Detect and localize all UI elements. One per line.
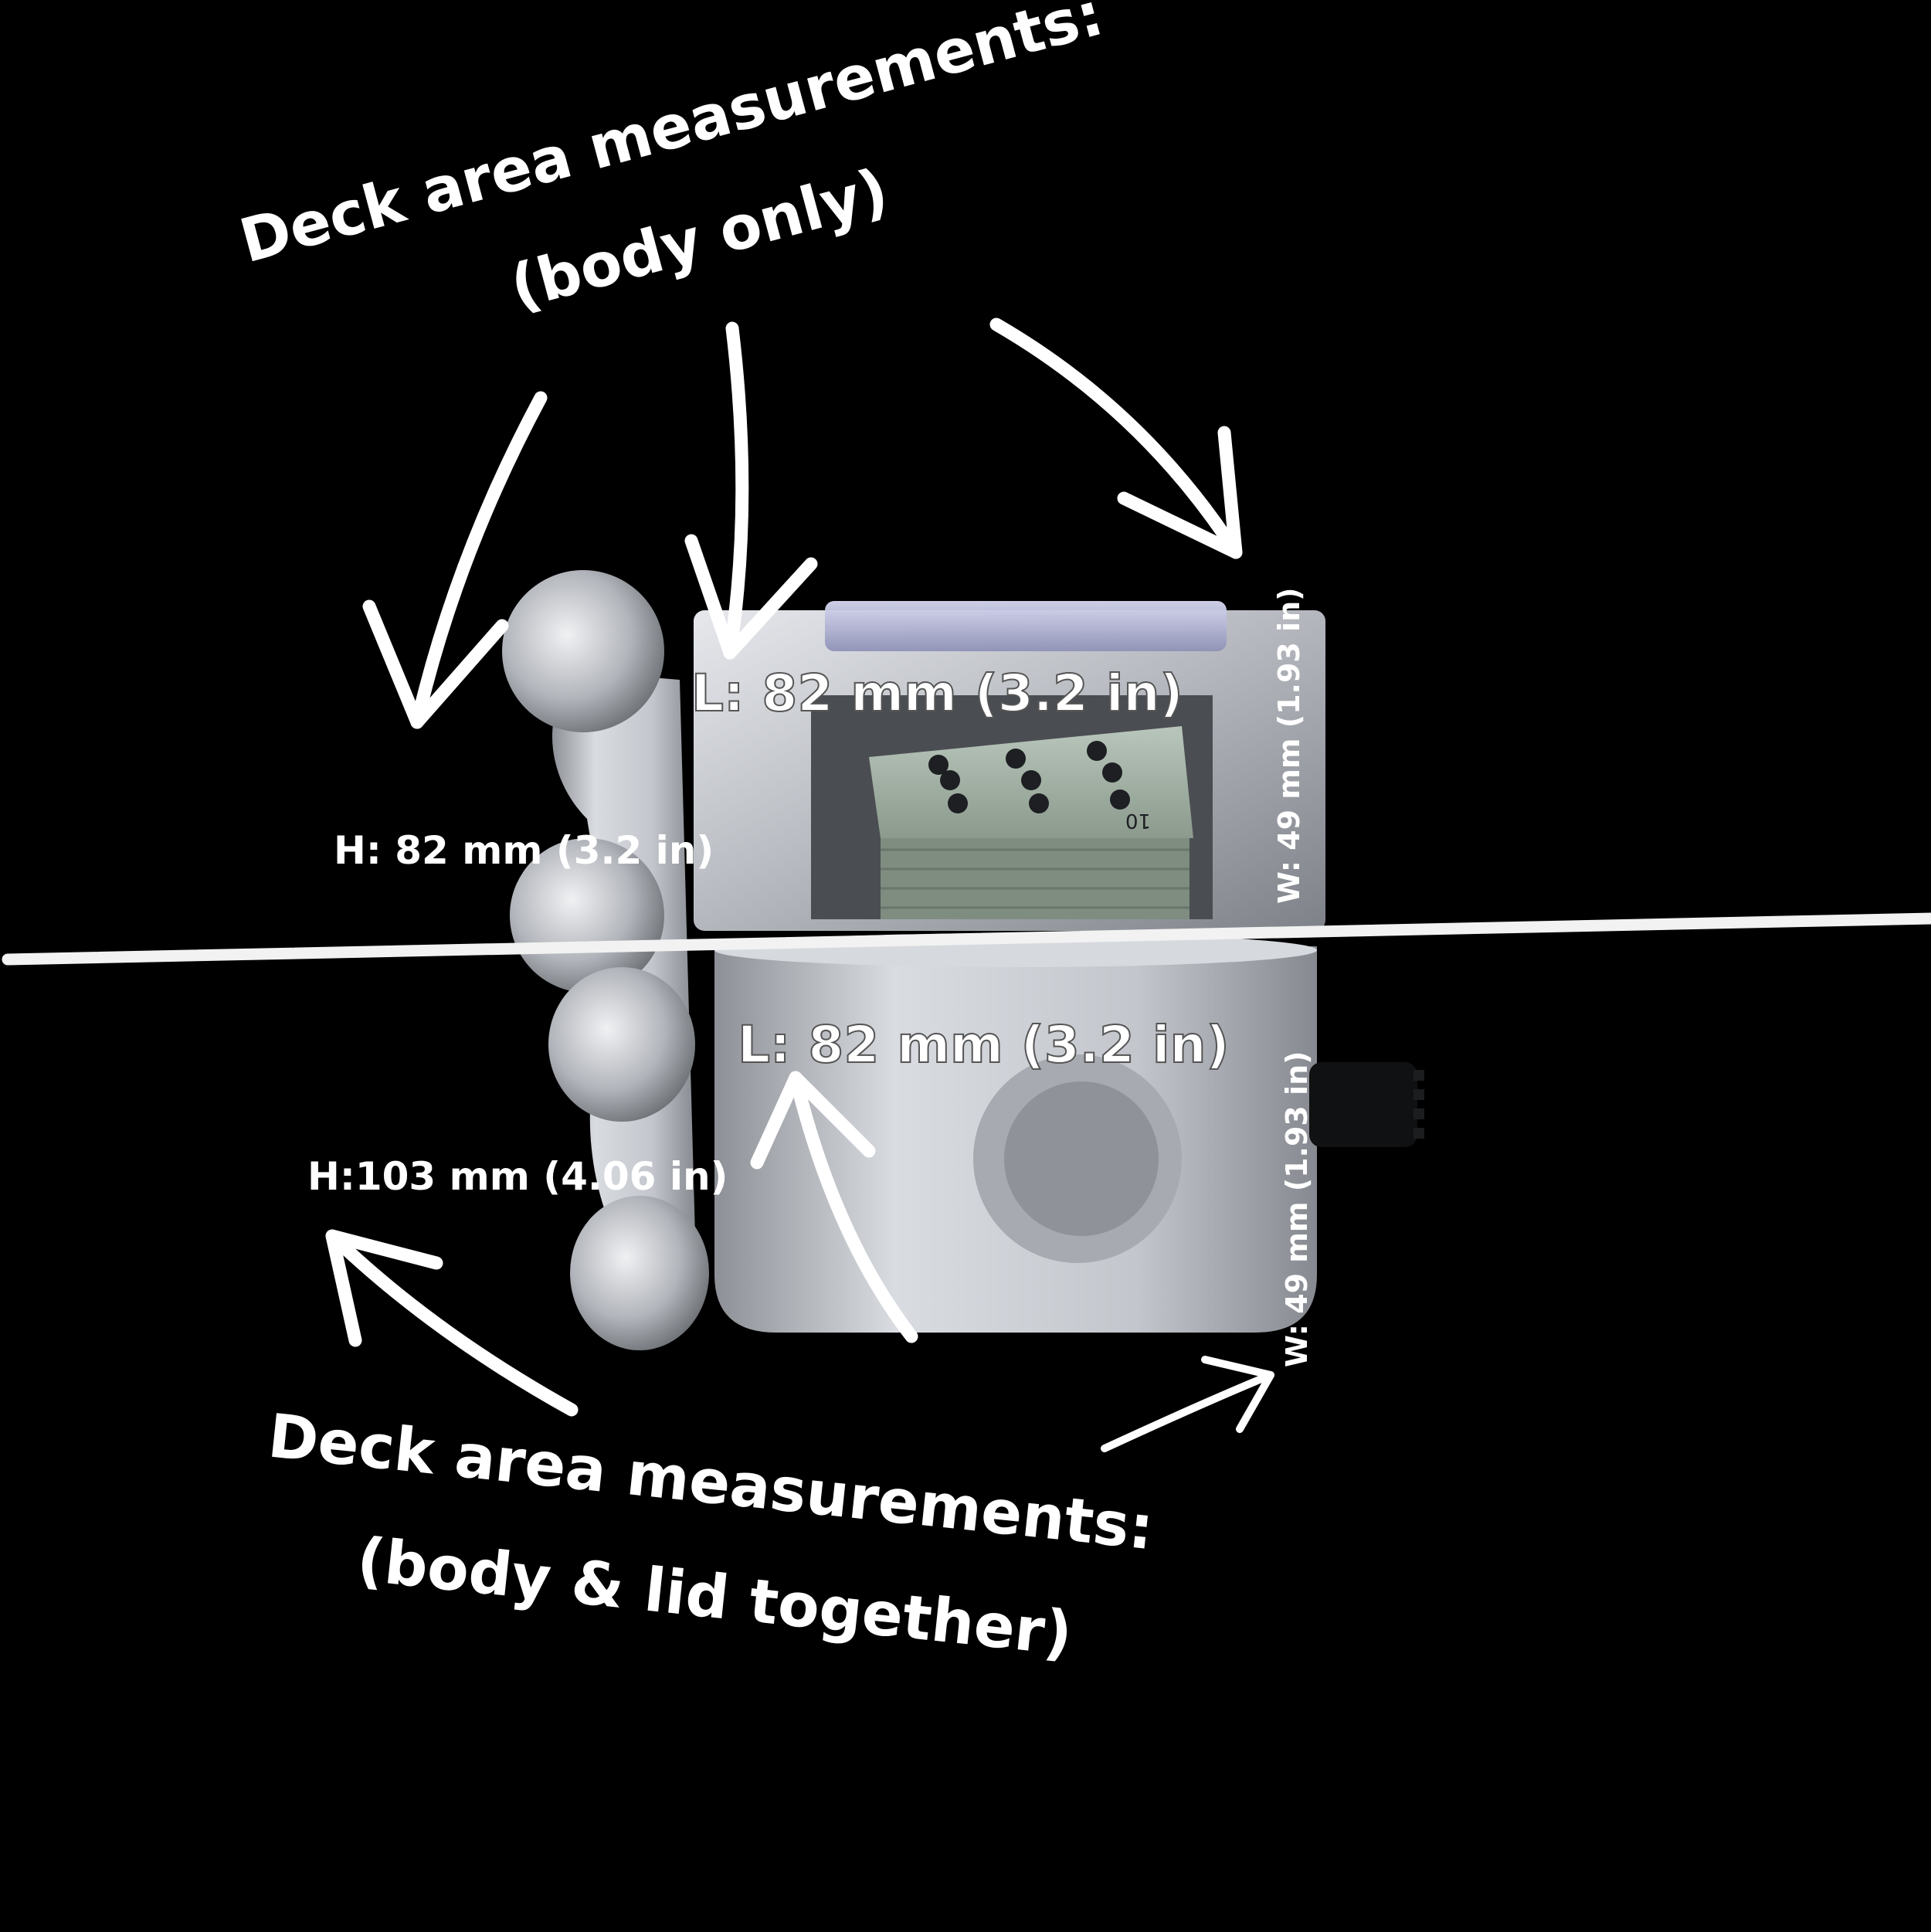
playing-card-deck: 10 — [869, 726, 1193, 919]
club-pips — [928, 741, 1130, 813]
knob-bottom — [570, 1196, 709, 1350]
card-rank: 10 — [1125, 809, 1151, 832]
knob-upper-middle — [510, 838, 664, 993]
arrow-to-height — [362, 391, 548, 729]
body-only-length-label: L: 82 mm (3.2 in) — [691, 664, 1183, 723]
body-only-height-label: H: 82 mm (3.2 in) — [334, 828, 714, 873]
bottom-heading-line2: (body & lid together) — [354, 1525, 1075, 1669]
body-lid-width-label: W: 49 mm (1.93 in) — [1280, 1051, 1314, 1367]
arrow-to-lid-height — [325, 1229, 579, 1417]
arrow-to-length — [684, 321, 818, 660]
knob-top — [502, 570, 664, 732]
arrow-to-lid-width — [1101, 1356, 1274, 1452]
arrow-to-lid-length — [750, 1071, 918, 1343]
body-only-width-label: W: 49 mm (1.93 in) — [1272, 587, 1306, 904]
side-gear — [1309, 1062, 1424, 1147]
body-lid-length-label: L: 82 mm (3.2 in) — [738, 1015, 1230, 1075]
knob-lower-middle — [548, 967, 695, 1122]
card-shuffler-device: 10 — [502, 570, 1424, 1350]
body-lid-height-label: H:103 mm (4.06 in) — [307, 1154, 728, 1199]
divider-line — [2, 912, 1931, 966]
clear-lid — [825, 601, 1227, 651]
arrow-to-width — [989, 317, 1243, 559]
drum-button — [1004, 1081, 1159, 1236]
